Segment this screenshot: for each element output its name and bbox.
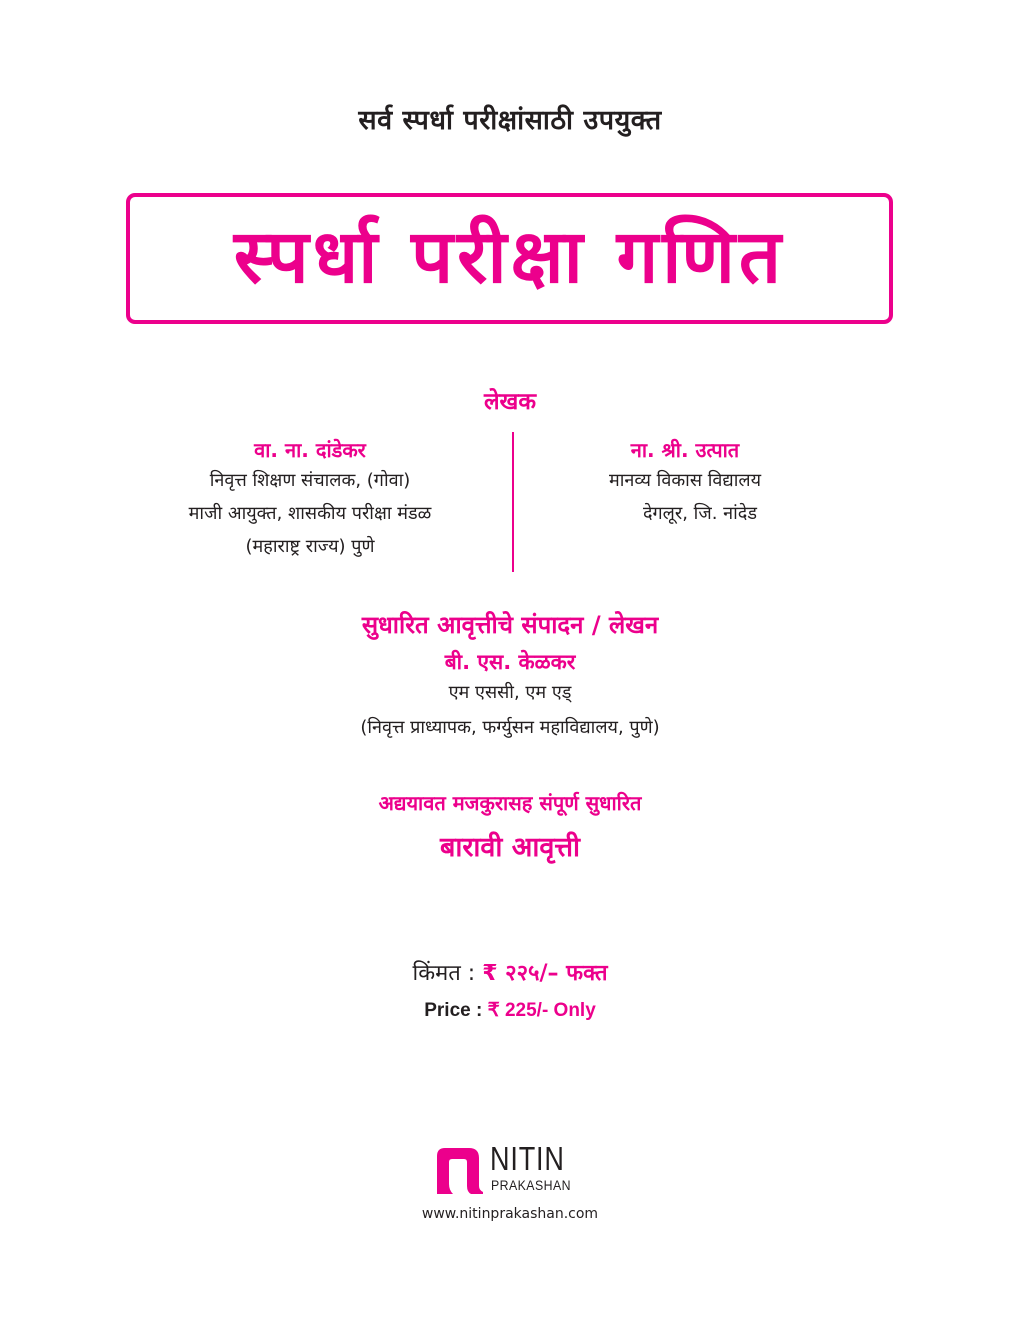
publisher-name: NITIN: [490, 1140, 565, 1177]
edition-label: बारावी आवृत्ती: [439, 832, 581, 863]
edition-note: अद्ययावत मजकुरासह संपूर्ण सुधारित: [378, 791, 642, 815]
editor-qualification: एम एससी, एम एड्: [448, 682, 572, 703]
publisher-subname: PRAKASHAN: [491, 1177, 571, 1193]
publisher-website: www.nitinprakashan.com: [421, 1206, 599, 1222]
author-detail-line: माजी आयुक्त, शासकीय परीक्षा मंडळ: [188, 503, 432, 524]
title-frame: स्पर्धा परीक्षा गणित: [126, 193, 893, 324]
publisher-logo-block: NITIN PRAKASHAN: [433, 1140, 603, 1194]
price-english: Price : ₹ 225/- Only: [0, 999, 1020, 1022]
authors-heading: लेखक: [483, 389, 537, 415]
editor-affiliation: (निवृत्त प्राध्यापक, फर्ग्युसन महाविद्या…: [360, 717, 660, 738]
editor-name: बी. एस. केळकर: [444, 650, 576, 674]
author-name: ना. श्री. उत्पात: [630, 438, 740, 462]
nitin-prakashan-logo-icon: [437, 1148, 483, 1194]
tagline: सर्व स्पर्धा परीक्षांसाठी उपयुक्त: [358, 105, 662, 136]
price-label: Price :: [424, 1000, 488, 1021]
author-name: वा. ना. दांडेकर: [254, 438, 366, 462]
book-title: स्पर्धा परीक्षा गणित: [233, 213, 786, 300]
author-divider: [512, 432, 514, 572]
price-label: किंमत :: [412, 961, 483, 986]
author-block-left: वा. ना. दांडेकर निवृत्त शिक्षण संचालक, (…: [160, 436, 460, 563]
author-detail-line: (महाराष्ट्र राज्य) पुणे: [245, 536, 375, 557]
editor-heading: सुधारित आवृत्तीचे संपादन / लेखन: [361, 611, 659, 639]
author-block-right: ना. श्री. उत्पात मानव्य विकास विद्यालय द…: [560, 436, 810, 530]
price-marathi: किंमत : ₹ २२५/– फक्त: [0, 957, 1020, 987]
price-value: ₹ 225/- Only: [487, 1000, 596, 1021]
price-value: ₹ २२५/– फक्त: [482, 961, 608, 986]
author-detail-line: देगलूर, जि. नांदेड: [642, 503, 757, 524]
author-detail-line: मानव्य विकास विद्यालय: [608, 470, 762, 491]
author-detail-line: निवृत्त शिक्षण संचालक, (गोवा): [209, 470, 411, 491]
